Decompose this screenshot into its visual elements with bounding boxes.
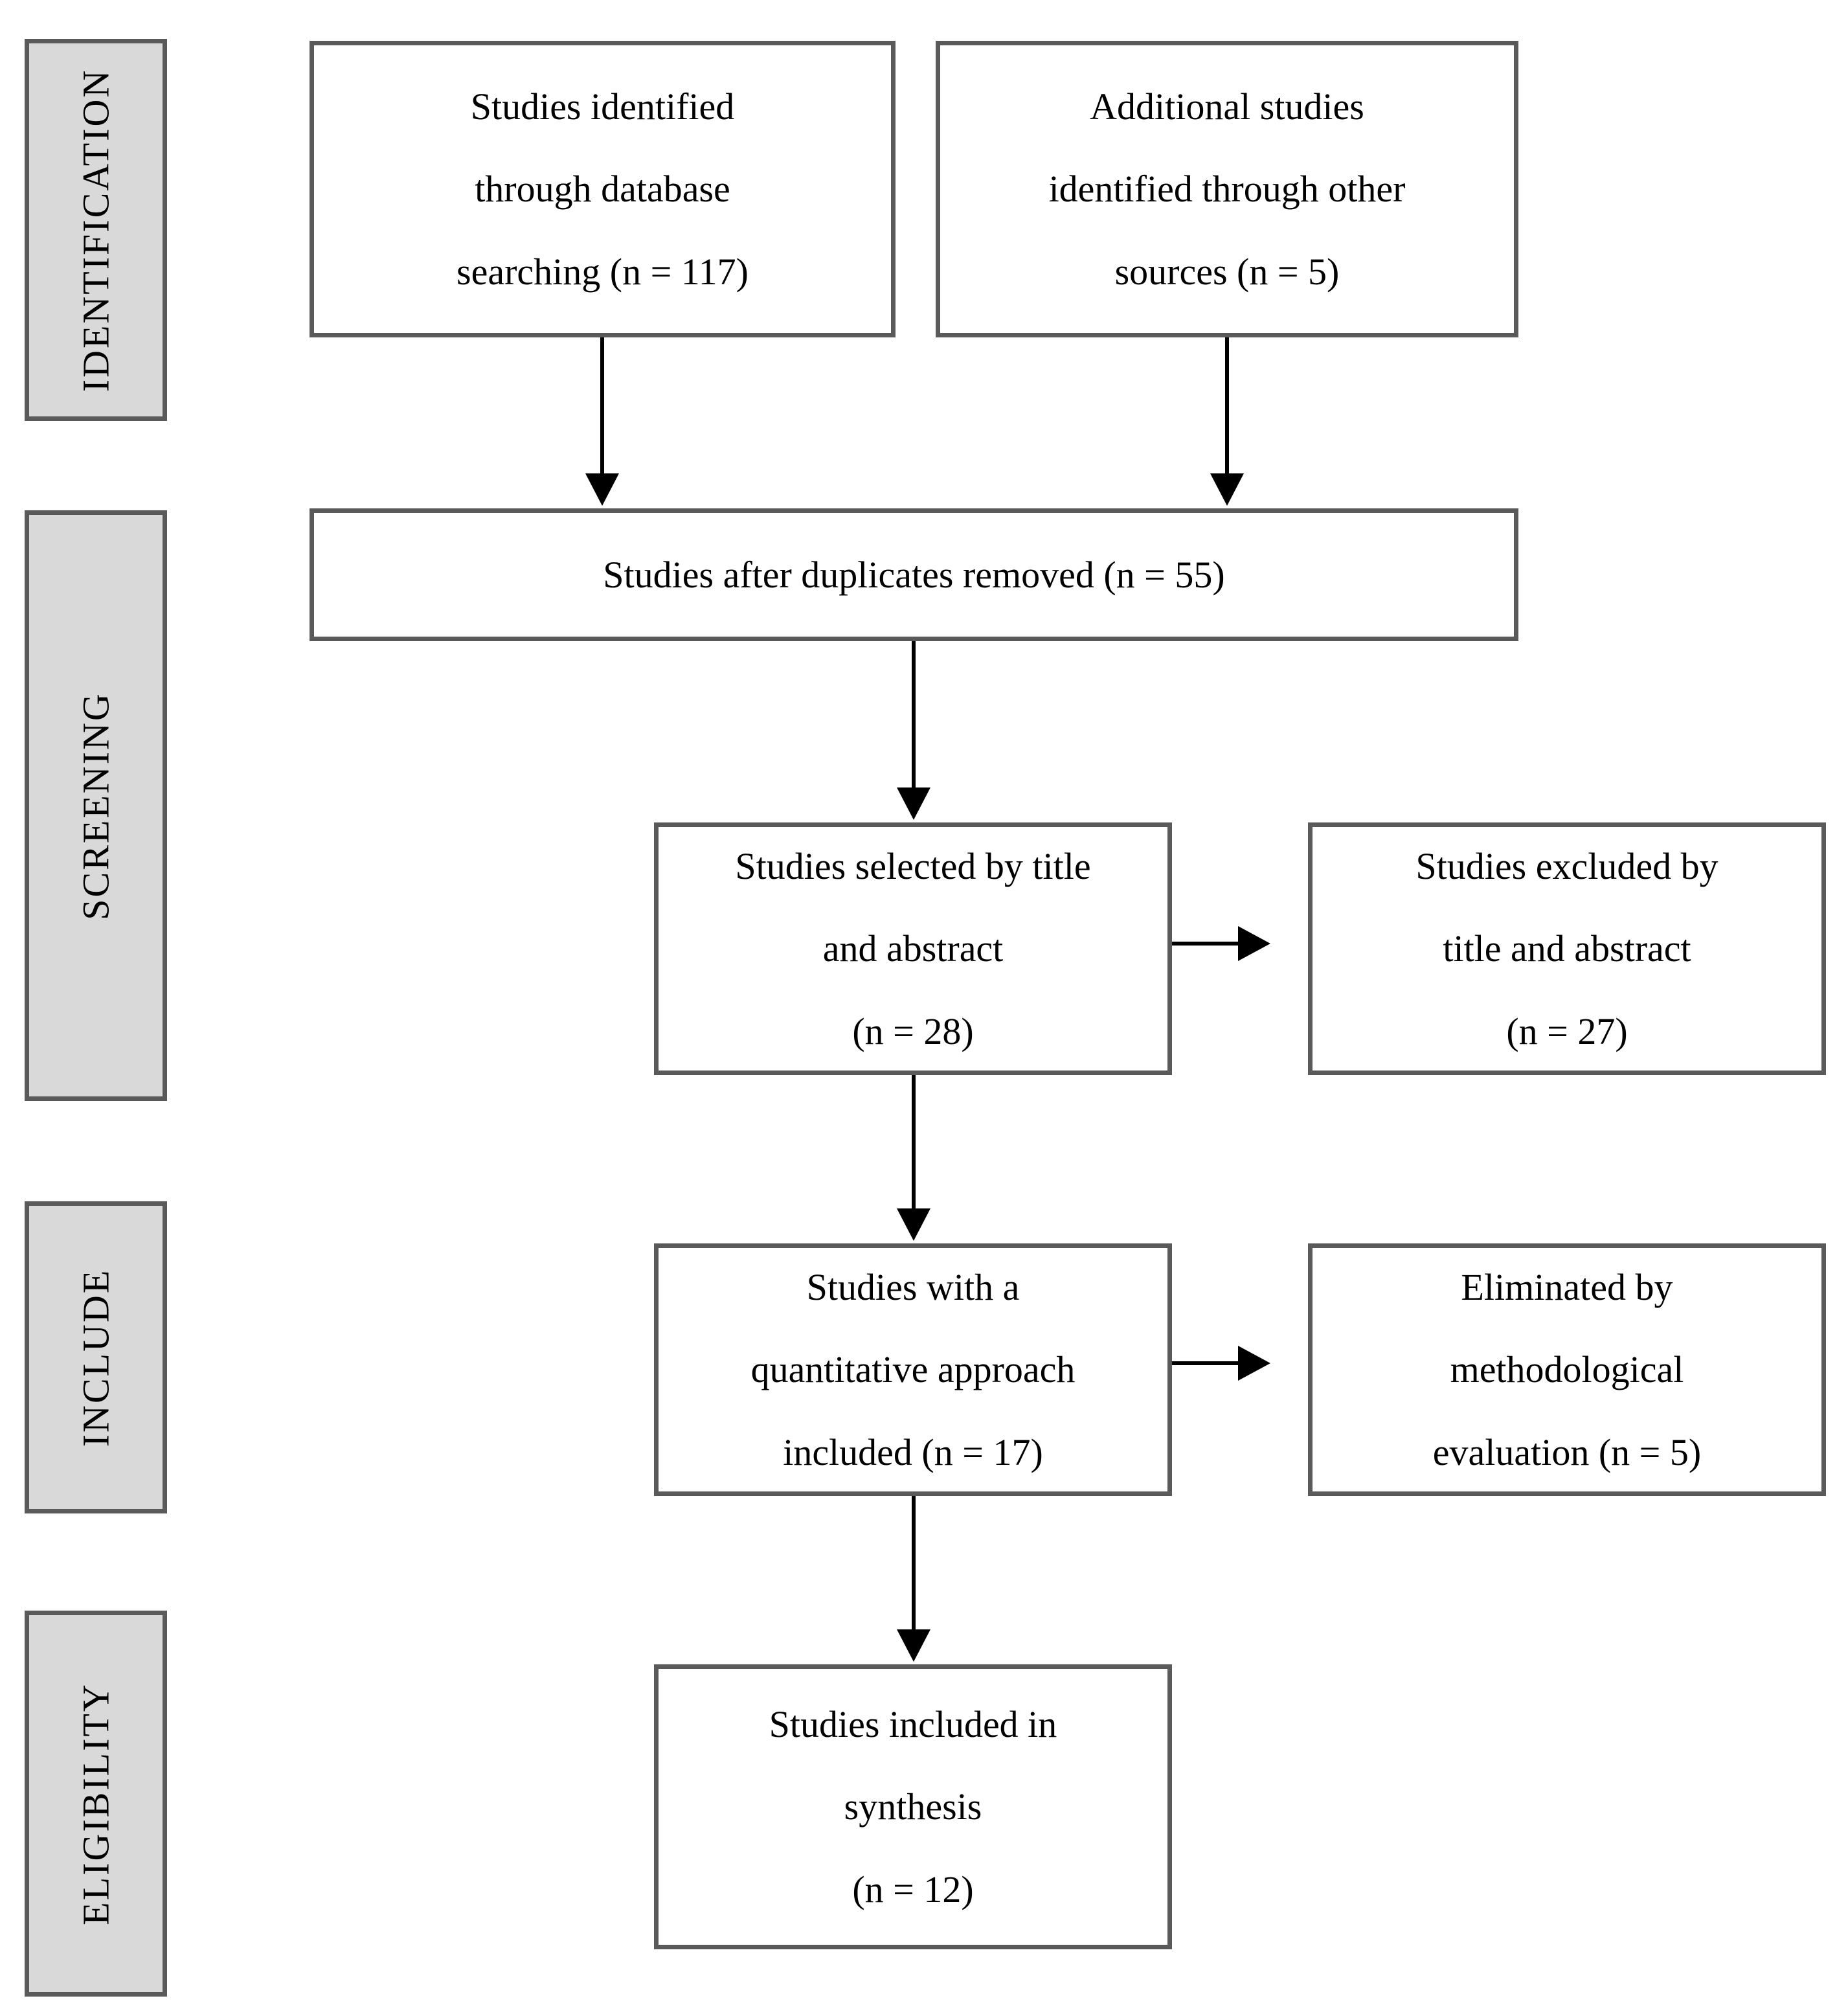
box-identified-database-text: Studies identified through database sear…: [456, 65, 749, 313]
box-included-synthesis-text: Studies included in synthesis (n = 12): [769, 1683, 1057, 1931]
arrow-duplicates-to-selected: [897, 641, 930, 821]
stage-eligibility: ELIGIBILITY: [25, 1611, 167, 1997]
stage-identification: IDENTIFICATION: [25, 39, 167, 421]
box-line: included (n = 17): [783, 1431, 1043, 1473]
arrow-head-down-icon: [897, 787, 930, 820]
box-line: (n = 12): [852, 1868, 974, 1910]
arrow-shaft: [1172, 942, 1239, 946]
arrow-quantitative-to-synthesis: [897, 1496, 930, 1662]
box-included-synthesis: Studies included in synthesis (n = 12): [654, 1664, 1172, 1949]
box-additional-sources-text: Additional studies identified through ot…: [1049, 65, 1406, 313]
box-excluded-title-abstract: Studies excluded by title and abstract (…: [1308, 822, 1826, 1075]
box-line: (n = 27): [1506, 1010, 1628, 1052]
stage-screening: SCREENING: [25, 510, 167, 1101]
box-line: and abstract: [822, 927, 1004, 970]
arrow-shaft: [1172, 1361, 1239, 1365]
box-line: Studies selected by title: [735, 844, 1091, 887]
box-additional-sources: Additional studies identified through ot…: [936, 41, 1518, 337]
stage-include-label: INCLUDE: [74, 1268, 117, 1447]
box-duplicates-removed: Studies after duplicates removed (n = 55…: [310, 508, 1518, 641]
box-line: Studies included in: [769, 1703, 1057, 1745]
arrow-additional-to-duplicates: [1210, 337, 1244, 506]
arrow-identified-to-duplicates: [585, 337, 619, 506]
box-line: Studies identified: [470, 85, 735, 128]
box-line: title and abstract: [1443, 927, 1691, 970]
arrow-shaft: [912, 1496, 916, 1631]
box-identified-database: Studies identified through database sear…: [310, 41, 896, 337]
stage-eligibility-label: ELIGIBILITY: [74, 1682, 117, 1925]
box-quantitative-included: Studies with a quantitative approach inc…: [654, 1243, 1172, 1496]
arrow-head-down-icon: [897, 1208, 930, 1241]
box-eliminated-methodological: Eliminated by methodological evaluation …: [1308, 1243, 1826, 1496]
box-eliminated-methodological-text: Eliminated by methodological evaluation …: [1433, 1246, 1701, 1494]
arrow-shaft: [1225, 337, 1229, 475]
stage-include: INCLUDE: [25, 1201, 167, 1513]
box-line: Studies excluded by: [1415, 844, 1718, 887]
box-excluded-title-abstract-text: Studies excluded by title and abstract (…: [1415, 825, 1718, 1073]
arrow-shaft: [600, 337, 604, 475]
box-line: (n = 28): [852, 1010, 974, 1052]
box-line: Additional studies: [1090, 85, 1364, 128]
box-selected-title-abstract: Studies selected by title and abstract (…: [654, 822, 1172, 1075]
arrow-selected-to-quantitative: [897, 1075, 930, 1241]
box-quantitative-included-text: Studies with a quantitative approach inc…: [751, 1246, 1076, 1494]
arrow-head-right-icon: [1238, 1346, 1270, 1381]
box-line: methodological: [1450, 1348, 1684, 1391]
box-line: quantitative approach: [750, 1348, 1076, 1391]
arrow-shaft: [912, 641, 916, 789]
stage-screening-label: SCREENING: [74, 691, 117, 920]
box-line: Eliminated by: [1461, 1265, 1673, 1308]
box-line: searching (n = 117): [456, 250, 749, 293]
box-line: evaluation (n = 5): [1432, 1431, 1702, 1473]
arrow-head-down-icon: [585, 473, 619, 506]
arrow-selected-to-excluded: [1172, 926, 1271, 961]
arrow-quantitative-to-eliminated: [1172, 1346, 1271, 1381]
box-line: sources (n = 5): [1114, 250, 1340, 293]
box-line: identified through other: [1048, 168, 1406, 210]
box-line: through database: [475, 168, 730, 210]
box-selected-title-abstract-text: Studies selected by title and abstract (…: [735, 825, 1090, 1073]
box-duplicates-removed-text: Studies after duplicates removed (n = 55…: [603, 534, 1224, 617]
box-line: Studies after duplicates removed (n = 55…: [603, 553, 1225, 596]
arrow-head-down-icon: [1210, 473, 1244, 506]
box-line: Studies with a: [806, 1265, 1020, 1308]
stage-identification-label: IDENTIFICATION: [74, 68, 117, 392]
arrow-head-down-icon: [897, 1629, 930, 1662]
arrow-shaft: [912, 1075, 916, 1210]
box-line: synthesis: [844, 1785, 982, 1828]
arrow-head-right-icon: [1238, 926, 1270, 961]
